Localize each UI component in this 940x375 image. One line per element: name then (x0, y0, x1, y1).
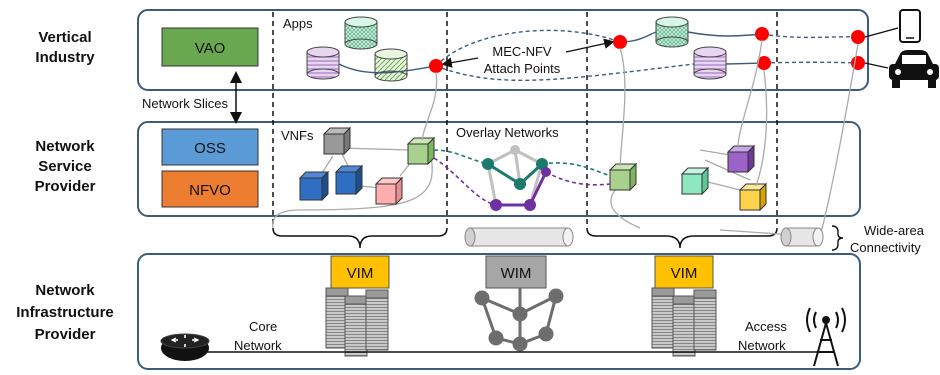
nfvo-box (161, 170, 259, 208)
core-network-label-line2: Network (234, 338, 282, 353)
network-service-provider-title: Network Service Provider (35, 138, 96, 195)
svg-text:Network: Network (35, 282, 95, 299)
svg-text:Industry: Industry (35, 49, 95, 66)
app-cylinder-green-right (655, 16, 689, 48)
svg-text:Vertical: Vertical (38, 29, 91, 46)
vim-right-box (654, 255, 714, 289)
router-icon (160, 333, 210, 361)
vertical-industry-layer (137, 9, 869, 91)
vim-left-box (330, 255, 390, 289)
nfvo-label: NFVO (189, 182, 231, 199)
right-domain-bracket (586, 227, 778, 249)
vao-label: VAO (195, 40, 226, 57)
inter-layer-links (421, 39, 859, 237)
vnfs-label: VNFs (281, 128, 314, 143)
server-rack-icon (651, 287, 717, 357)
svg-text:Provider: Provider (35, 178, 96, 195)
vim-right-label: VIM (671, 265, 698, 282)
wim-label: WIM (501, 265, 532, 282)
car-link (864, 62, 889, 69)
wide-area-tube-right (780, 227, 824, 247)
wide-area-label-line2: Connectivity (850, 240, 921, 255)
mec-nfv-label-line2: Attach Points (484, 61, 561, 76)
overlay-network-graph (433, 145, 611, 211)
network-infrastructure-provider-layer (137, 253, 861, 370)
attach-point (613, 35, 627, 49)
svg-text:Provider: Provider (35, 326, 96, 343)
oss-label: OSS (194, 140, 226, 157)
vnf-cube-blue-1 (298, 170, 330, 202)
vnf-cube-pink (374, 176, 404, 206)
vnf-cube-mint (680, 166, 710, 196)
car-icon (889, 50, 939, 88)
network-slices-label: Network Slices (142, 96, 228, 111)
vnf-cube-gray (322, 126, 352, 156)
attach-point (851, 56, 865, 70)
smartphone-icon (899, 9, 921, 43)
left-domain-bracket (272, 227, 448, 249)
phone-link (864, 27, 899, 38)
attach-point (851, 30, 865, 44)
antenna-tower-icon (806, 307, 846, 367)
wim-network-graph (474, 288, 564, 352)
server-rack-icon (325, 287, 389, 357)
svg-text:Service: Service (38, 158, 91, 175)
app-cylinder-green-hatch (374, 48, 408, 82)
access-network-label-line1: Access (745, 319, 787, 334)
apps-label: Apps (283, 16, 313, 31)
attach-point (755, 27, 769, 41)
vnf-cube-green (406, 136, 436, 166)
wide-area-brace (831, 225, 844, 251)
wim-box (485, 255, 547, 289)
app-cylinder-purple-right (693, 46, 727, 80)
vnf-cube-green-right (608, 162, 638, 192)
attach-point (757, 56, 771, 70)
app-cylinder-green-top (344, 16, 378, 50)
vim-left-label: VIM (347, 265, 374, 282)
mec-arrow-right (565, 38, 615, 53)
attach-point (429, 59, 443, 73)
app-flow-lines (338, 29, 859, 82)
core-network-label-line1: Core (249, 319, 277, 334)
network-infrastructure-provider-title: Network Infrastructure Provider (16, 282, 114, 343)
wide-area-tube-middle (464, 227, 574, 247)
svg-text:Network: Network (35, 138, 95, 155)
svg-text:Infrastructure: Infrastructure (16, 304, 114, 321)
vao-box (161, 27, 259, 67)
network-service-provider-layer (137, 121, 861, 217)
mec-nfv-label-line1: MEC-NFV (492, 44, 552, 59)
wide-area-label-line1: Wide-area (864, 223, 925, 238)
oss-box (161, 128, 259, 166)
access-network-label-line2: Network (738, 338, 786, 353)
mec-arrow-left (441, 57, 479, 68)
vnf-cube-yellow (738, 182, 768, 212)
overlay-networks-label: Overlay Networks (456, 125, 559, 140)
app-cylinder-purple-left (306, 46, 340, 80)
vnf-cube-blue-2 (334, 164, 364, 196)
vertical-industry-title: Vertical Industry (35, 29, 95, 66)
vnf-cube-purple (726, 144, 756, 174)
